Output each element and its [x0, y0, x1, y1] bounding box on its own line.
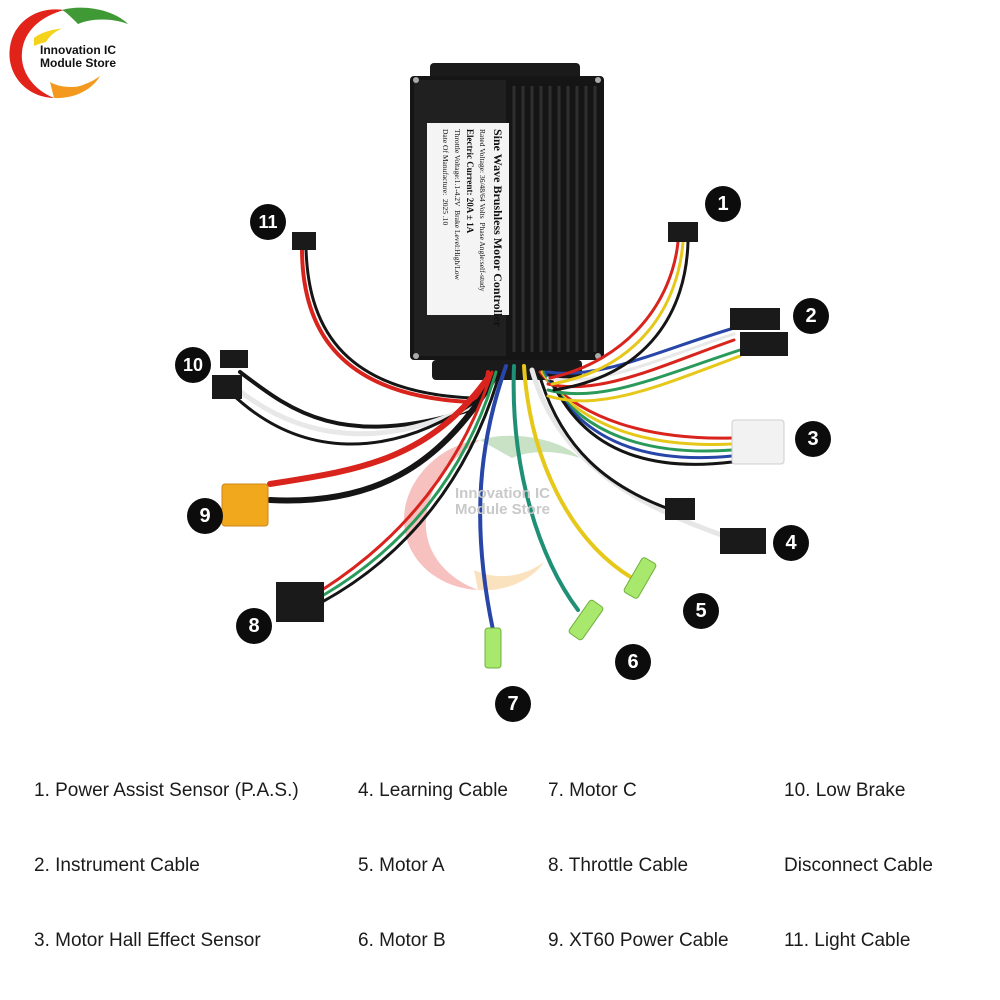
connector-xt60	[221, 483, 269, 527]
terminal-motor-c	[484, 627, 502, 669]
callout-9: 9	[187, 498, 223, 534]
callout-4: 4	[773, 525, 809, 561]
brand-name: Innovation IC Module Store	[40, 44, 116, 70]
connector-learning-b	[720, 528, 766, 554]
connector-learning-a	[665, 498, 695, 520]
watermark-line2: Module Store	[455, 501, 551, 518]
callout-11: 11	[250, 204, 286, 240]
legend-item-10: 10. Low Brake	[784, 780, 906, 801]
callout-7: 7	[495, 686, 531, 722]
callout-6: 6	[615, 644, 651, 680]
legend-item-8: 8. Throttle Cable	[548, 855, 689, 876]
connectors	[212, 222, 788, 669]
label-throttle-voltage: Throttle Voltage:1.1-4.2V	[453, 129, 462, 207]
connector-throttle	[276, 582, 324, 622]
connector-light	[292, 232, 316, 250]
controller-illustration	[212, 63, 788, 669]
connector-instrument-a	[730, 308, 780, 330]
label-phase-angle: Phase Angle:self-study	[478, 222, 487, 292]
label-electric-current: Electric Current: 20A ± 1A	[465, 129, 475, 234]
connector-instrument-b	[740, 332, 788, 356]
callout-10: 10	[175, 347, 211, 383]
callout-5: 5	[683, 593, 719, 629]
callout-1: 1	[705, 186, 741, 222]
connector-brake-a	[220, 350, 248, 368]
connector-brake-b	[212, 375, 242, 399]
terminal-motor-a	[623, 557, 657, 599]
wire-harness	[228, 240, 742, 632]
label-rated-voltage: Rated Voltage: 36/48/64 Volts	[478, 129, 487, 219]
legend-item-11: 11. Light Cable	[784, 930, 911, 951]
label-date: Date Of Manufacture:	[441, 129, 450, 196]
controller-label: Sine Wave Brushless Motor Controller Rat…	[427, 123, 509, 327]
connector-hall	[731, 419, 785, 465]
legend-item-5: 5. Motor A	[358, 855, 445, 876]
brand-logo: Innovation IC Module Store	[4, 2, 134, 102]
callout-3: 3	[795, 421, 831, 457]
legend-item-3: 3. Motor Hall Effect Sensor	[34, 930, 261, 951]
legend-item-10-continued: Disconnect Cable	[784, 855, 933, 876]
legend-item-9: 9. XT60 Power Cable	[548, 930, 729, 951]
watermark-logo	[404, 435, 580, 591]
legend-item-2: 2. Instrument Cable	[34, 855, 200, 876]
label-title: Sine Wave Brushless Motor Controller	[491, 129, 505, 327]
watermark-line1: Innovation IC	[455, 485, 550, 502]
label-date-value: 2025 .10	[441, 198, 450, 226]
legend-item-1: 1. Power Assist Sensor (P.A.S.)	[34, 780, 299, 801]
brand-name-line1: Innovation IC	[40, 43, 116, 57]
brand-name-line2: Module Store	[40, 56, 117, 70]
brand-logo-mark	[9, 7, 128, 99]
callout-2: 2	[793, 298, 829, 334]
watermark-text: Innovation IC Module Store	[455, 486, 550, 518]
label-brake-level: Brake Level:High/Low	[453, 210, 462, 280]
legend-item-4: 4. Learning Cable	[358, 780, 508, 801]
callout-8: 8	[236, 608, 272, 644]
legend-item-7: 7. Motor C	[548, 780, 637, 801]
heatsink-fins	[512, 86, 597, 352]
connector-pas	[668, 222, 698, 242]
legend-item-6: 6. Motor B	[358, 930, 446, 951]
terminal-motor-b	[568, 599, 604, 641]
